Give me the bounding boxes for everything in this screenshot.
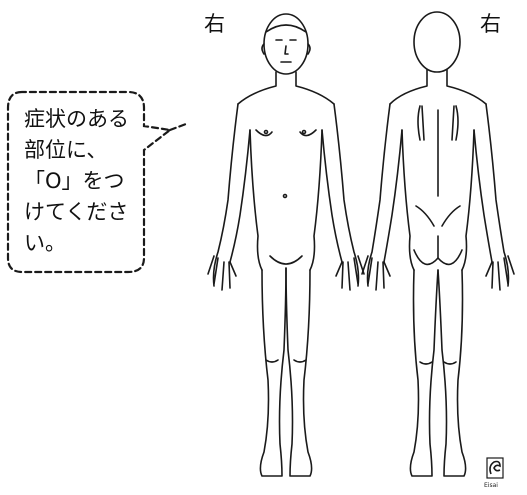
back-right-scapula bbox=[452, 106, 458, 140]
logo-caption: Eisai bbox=[484, 482, 498, 489]
back-left-leg bbox=[410, 270, 438, 476]
front-left-arm bbox=[214, 104, 251, 286]
front-nipple-right bbox=[303, 131, 306, 134]
front-right-side-label: 右 bbox=[204, 14, 225, 35]
speech-bubble-pointer bbox=[170, 124, 186, 130]
bubble-line: 「O」をつ bbox=[24, 166, 134, 197]
front-left-hand bbox=[208, 256, 236, 290]
front-head bbox=[264, 14, 308, 74]
back-head bbox=[414, 12, 460, 72]
back-knees bbox=[420, 362, 456, 364]
front-torso-left bbox=[250, 130, 262, 270]
front-body-outline bbox=[208, 14, 364, 476]
front-nose bbox=[285, 46, 288, 54]
front-groin bbox=[270, 256, 302, 264]
front-knees bbox=[266, 360, 306, 362]
back-torso-right bbox=[462, 130, 474, 270]
speech-bubble-text: 症状のある 部位に、 「O」をつ けてくださ い。 bbox=[24, 104, 134, 259]
front-right-hand bbox=[336, 256, 364, 290]
back-body-outline bbox=[362, 12, 514, 476]
back-left-shoulder bbox=[390, 70, 427, 104]
bubble-line: 部位に、 bbox=[24, 135, 134, 166]
back-torso-left bbox=[402, 130, 414, 270]
front-nipple-left bbox=[265, 131, 268, 134]
back-lower-back bbox=[416, 206, 460, 226]
back-left-scapula bbox=[418, 106, 424, 140]
front-torso-right bbox=[310, 130, 322, 270]
front-left-leg bbox=[260, 268, 286, 476]
bubble-line: 症状のある bbox=[24, 104, 134, 135]
front-left-shoulder bbox=[238, 72, 276, 104]
front-right-shoulder bbox=[296, 72, 334, 104]
bubble-line: けてくださ bbox=[24, 197, 134, 228]
back-right-hand bbox=[486, 256, 514, 290]
back-left-hand bbox=[362, 256, 390, 290]
back-right-side-label: 右 bbox=[480, 14, 501, 35]
logo-icon bbox=[487, 458, 503, 478]
back-right-shoulder bbox=[447, 70, 486, 104]
bubble-line: い。 bbox=[24, 228, 134, 259]
front-navel bbox=[284, 195, 287, 198]
front-right-leg bbox=[286, 268, 312, 476]
back-right-leg bbox=[438, 270, 466, 476]
front-right-arm bbox=[322, 104, 359, 286]
front-hair bbox=[266, 25, 306, 32]
